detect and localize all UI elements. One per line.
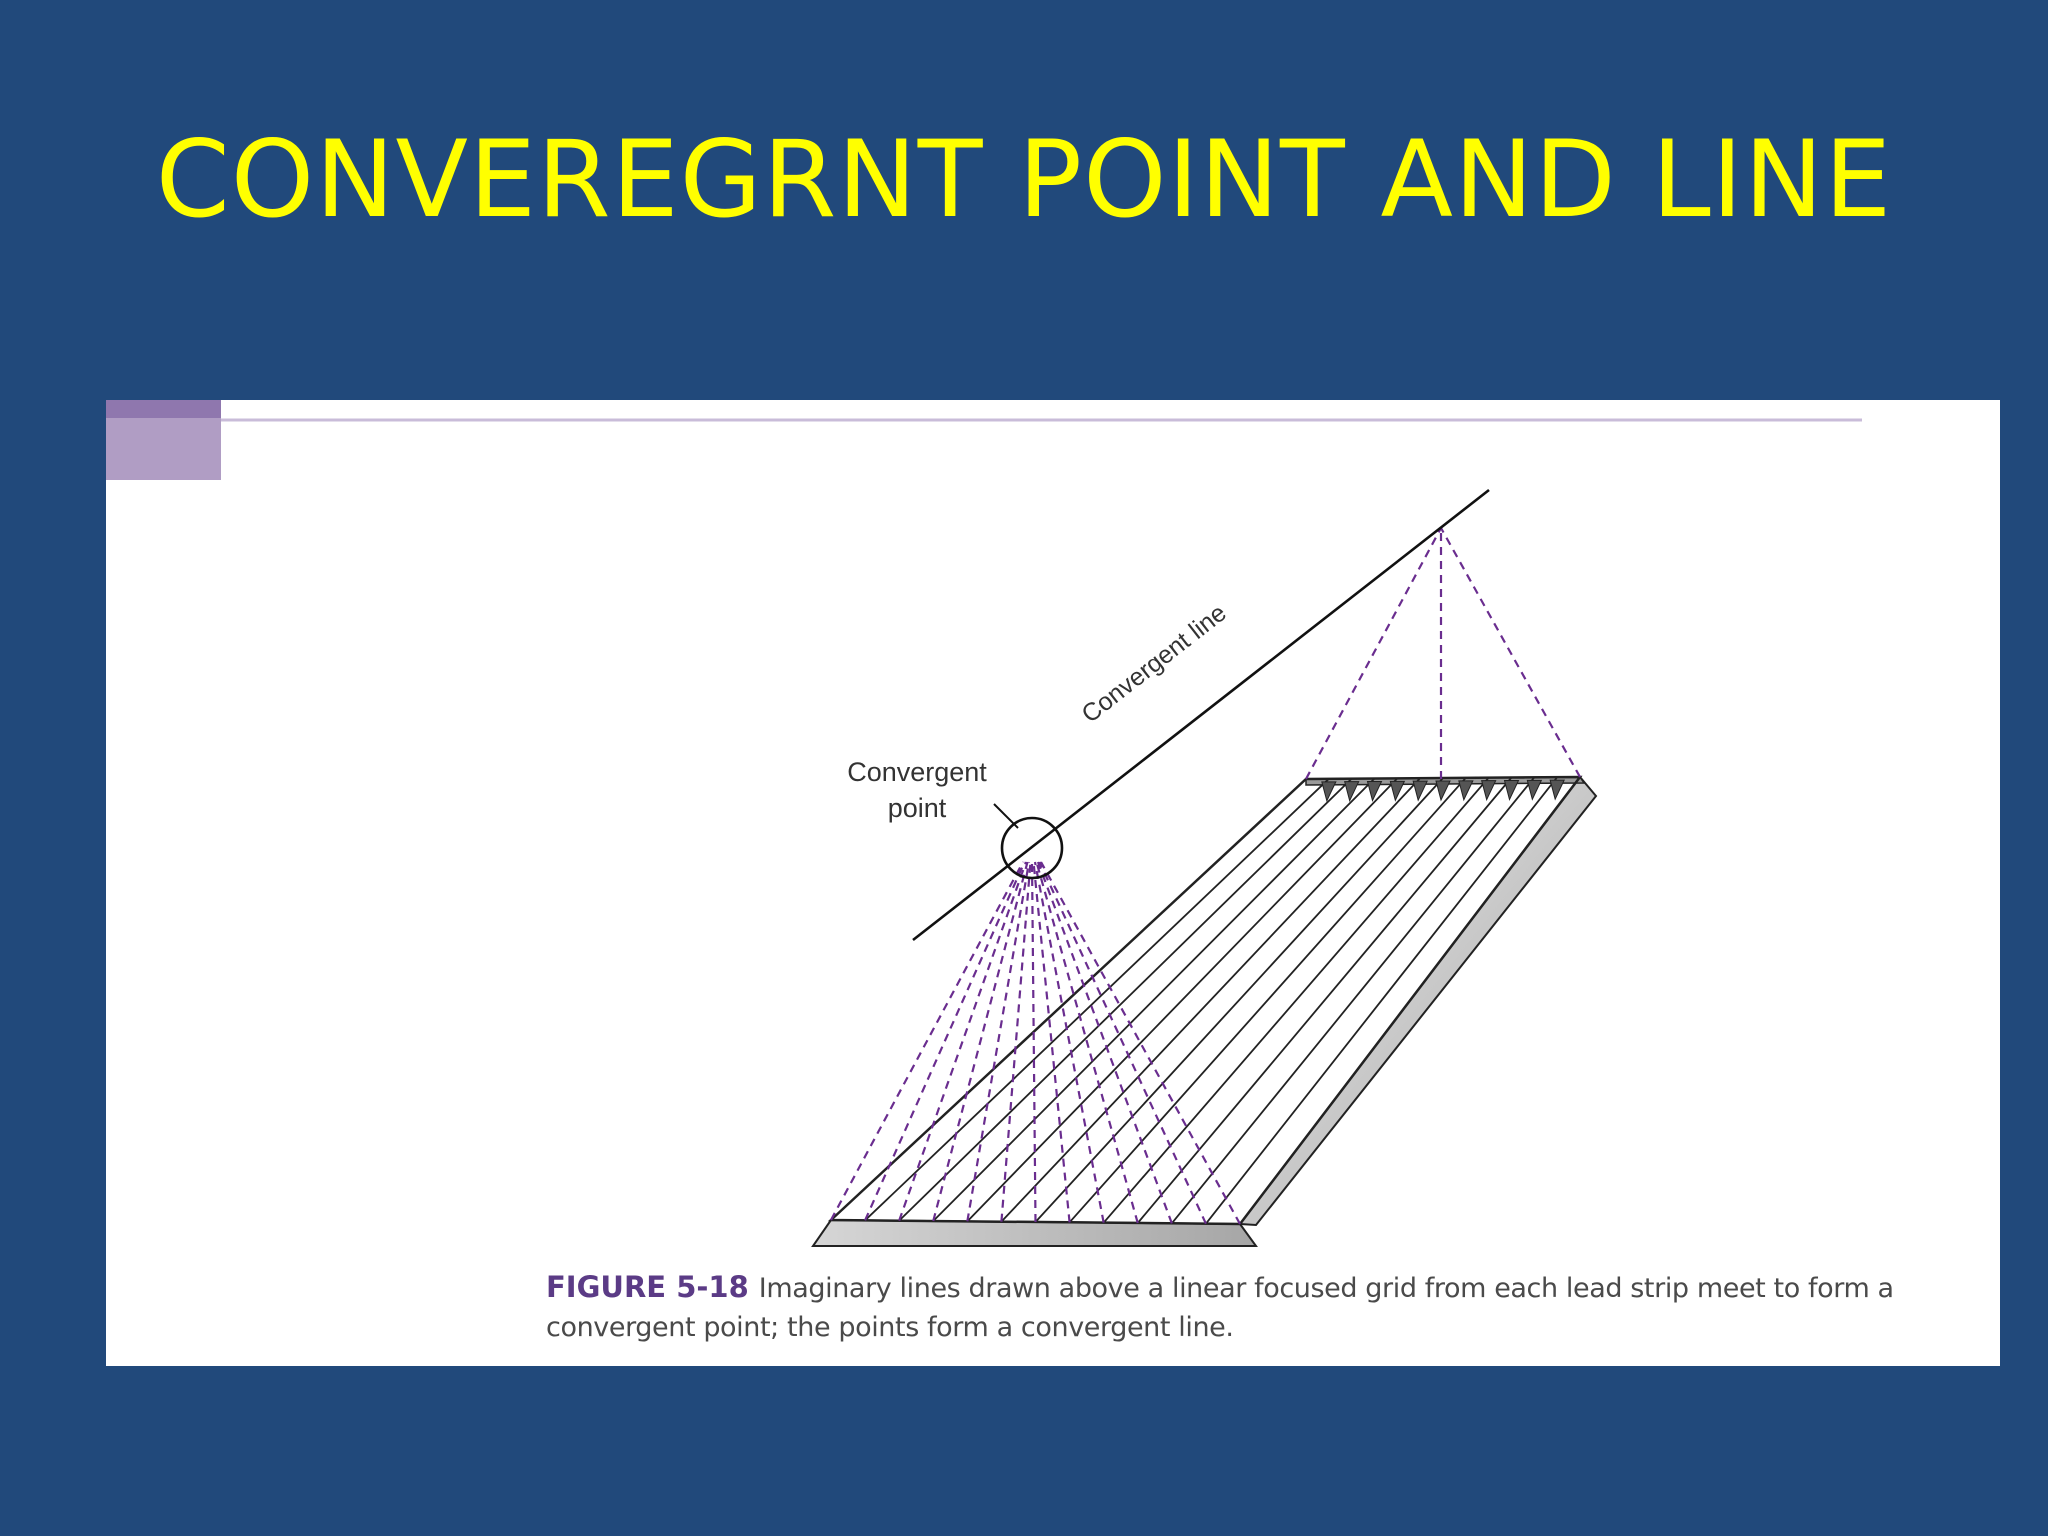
page-tab (106, 418, 221, 480)
label-leader (993, 803, 1019, 829)
lead-strip (1034, 777, 1444, 1223)
convergent-line (912, 488, 1490, 942)
convergent-point-label-line2: point (888, 793, 947, 823)
lead-strip (1205, 776, 1558, 1225)
slide-title: CONVEREGRNT POINT AND LINE (155, 118, 1893, 241)
lead-strip (1137, 776, 1513, 1224)
convergent-ray (1032, 861, 1071, 1223)
lead-strip-ends (1321, 779, 1565, 803)
lead-strip-end (1389, 780, 1406, 802)
lead-strip-end (1481, 780, 1497, 802)
convergent-ray (1035, 861, 1139, 1224)
lead-strip-end (1321, 781, 1337, 803)
convergent-rays-front (830, 861, 1241, 1225)
lead-strip (1171, 776, 1536, 1224)
caption-text: Imaginary lines drawn above a linear foc… (546, 1273, 1894, 1343)
convergent-ray (1036, 861, 1173, 1224)
convergent-ray (1030, 861, 1037, 1223)
convergent-ray (1000, 861, 1032, 1222)
convergent-ray (830, 861, 1024, 1221)
convergent-point-label-line1: Convergent (847, 757, 987, 787)
lead-strip (1102, 777, 1490, 1224)
convergent-ray (864, 861, 1026, 1221)
grid-diagram: Convergent point Convergent line (106, 400, 1862, 1247)
lead-strip-end (1526, 779, 1543, 801)
lead-strip-end (1549, 779, 1565, 801)
lead-strip-end (1344, 781, 1360, 803)
convergent-ray (1033, 861, 1105, 1223)
caption-label: FIGURE 5-18 (546, 1270, 749, 1304)
lead-strip-end (1503, 780, 1520, 801)
lead-strip (1000, 777, 1421, 1223)
lead-strip-end (1366, 781, 1383, 802)
lead-strip-end (1435, 780, 1451, 802)
lead-strip-end (1458, 780, 1474, 802)
lead-strip (898, 778, 1353, 1222)
convergent-ray (932, 861, 1029, 1222)
convergent-ray (1038, 861, 1207, 1225)
convergent-rays-back (1305, 527, 1581, 780)
convergent-point-marker (1000, 816, 1064, 880)
page-tab-dark (106, 400, 221, 418)
figure-panel: Convergent point Convergent line FIGURE … (106, 400, 2000, 1366)
grid-top-face (827, 775, 1583, 1226)
lead-strip (864, 778, 1330, 1221)
lead-strips (864, 776, 1558, 1225)
lead-strip-end (1412, 780, 1428, 802)
lead-strip (1068, 777, 1467, 1223)
lead-strip (966, 777, 1398, 1222)
convergent-ray (898, 861, 1028, 1222)
grid-side-face (1238, 775, 1598, 1227)
convergent-ray (966, 861, 1031, 1222)
